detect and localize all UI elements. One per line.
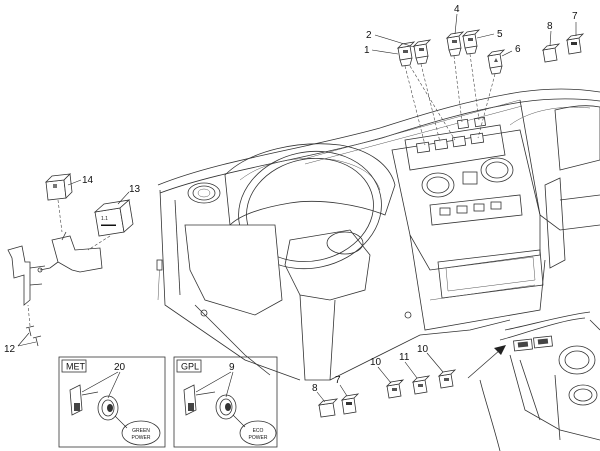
switch-part-2	[412, 39, 432, 65]
left-parts-group: 1.1 ▬▬▬	[7, 173, 134, 347]
switch-part-10-right	[437, 369, 457, 389]
inset-met-switch-line1: GREEN	[132, 428, 150, 434]
switch-part-10-left	[385, 379, 405, 399]
callout-11: 11	[399, 352, 410, 363]
callout-2: 2	[366, 30, 372, 41]
callout-9: 9	[229, 362, 235, 373]
inset-met-tag: MET	[66, 362, 86, 372]
switch-part-6	[486, 49, 506, 75]
callout-12: 12	[4, 344, 16, 355]
switch-part-11	[411, 375, 431, 395]
inset-met-switch-line2: POWER	[132, 435, 151, 441]
switch-part-5	[461, 29, 481, 55]
callout-8-bottom: 8	[312, 383, 318, 394]
callouts: 1 2 4 5 6 8 7 14 13 12 8 7 10 11 10 20	[4, 4, 578, 403]
callout-10-right: 10	[417, 344, 429, 355]
switch-part-8-top	[541, 43, 561, 63]
dashboard-assembly	[156, 88, 600, 381]
inset-gpl-tag: GPL	[181, 362, 199, 372]
callout-1: 1	[364, 45, 370, 56]
callout-8-top: 8	[547, 21, 553, 32]
callout-10-left: 10	[370, 357, 382, 368]
switch-part-4	[445, 31, 465, 57]
svg-text:▬▬▬: ▬▬▬	[101, 222, 116, 228]
callout-6: 6	[515, 44, 521, 55]
screws-part-12	[25, 304, 42, 347]
switch-part-1	[396, 41, 416, 67]
inset-gpl: GPL ECO POWER	[173, 356, 278, 448]
callout-4: 4	[454, 4, 460, 15]
console-detail-view	[479, 311, 600, 451]
callout-5: 5	[497, 29, 503, 40]
inset-met: MET GREEN POWER	[58, 356, 166, 448]
callout-7-top: 7	[572, 11, 578, 22]
callout-20: 20	[114, 362, 126, 373]
inset-gpl-switch-line1: ECO	[253, 428, 264, 434]
switch-part-7-top	[565, 33, 585, 55]
switch-part-7-bottom	[340, 393, 360, 415]
svg-text:1.1: 1.1	[101, 216, 108, 222]
callout-7-bottom: 7	[335, 375, 341, 386]
callout-14: 14	[82, 175, 94, 186]
mounting-bracket	[7, 199, 111, 306]
switch-part-8-bottom	[317, 398, 339, 418]
module-part-13: 1.1 ▬▬▬	[93, 199, 134, 237]
top-switch-group	[396, 29, 585, 146]
relay-part-14	[44, 173, 73, 201]
inset-gpl-switch-line2: POWER	[249, 435, 268, 441]
callout-13: 13	[129, 184, 141, 195]
bottom-switch-group	[317, 345, 506, 418]
